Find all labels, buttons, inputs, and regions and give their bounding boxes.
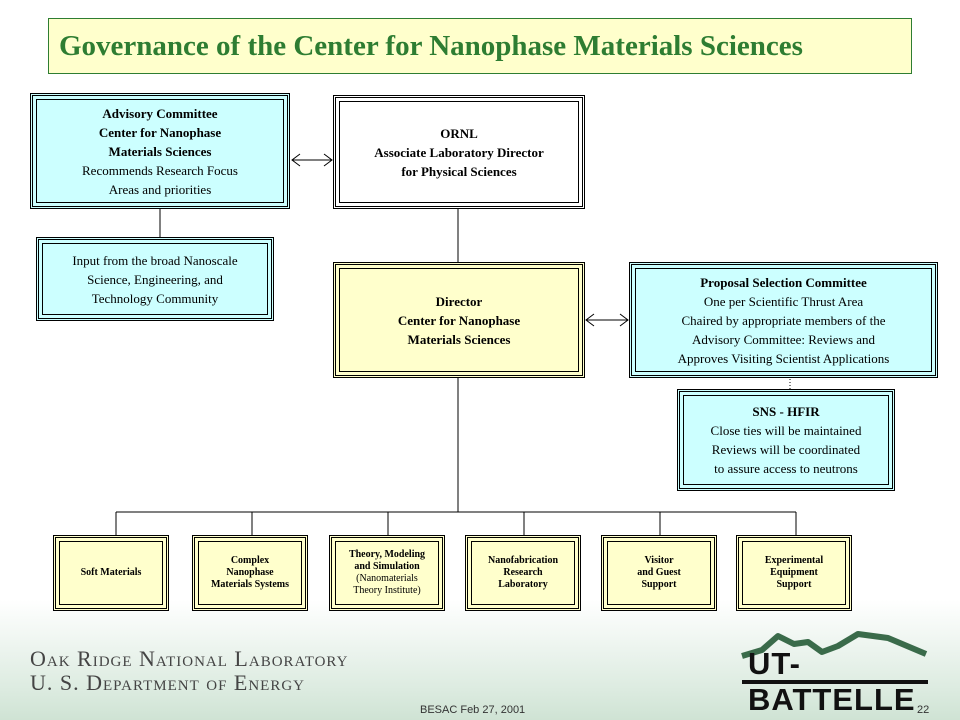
- unit-complex-line-1: Complex: [230, 555, 270, 566]
- proposal-line-1: One per Scientific Thrust Area: [703, 293, 864, 309]
- advisory-title-2: Center for Nanophase: [98, 124, 222, 140]
- unit-nanofab-line-2: Research: [503, 567, 543, 578]
- input-line-2: Science, Engineering, and: [87, 271, 223, 287]
- advisory-line-2: Areas and priorities: [108, 181, 212, 197]
- unit-soft-materials: Soft Materials: [53, 535, 169, 611]
- proposal-line-4: Approves Visiting Scientist Applications: [677, 350, 890, 366]
- proposal-title: Proposal Selection Committee: [700, 274, 867, 290]
- ornl-line-3: for Physical Sciences: [401, 163, 517, 179]
- footer-date: BESAC Feb 27, 2001: [420, 704, 526, 716]
- ut-battelle-logo-text: UT-BATTELLE: [748, 646, 916, 717]
- unit-visitor-line-3: Support: [641, 579, 677, 590]
- unit-theory-line-3: (Nanomaterials: [356, 573, 418, 584]
- sns-hfir-box: SNS - HFIR Close ties will be maintained…: [677, 389, 895, 491]
- ut-battelle-mountain-logo: [741, 631, 928, 684]
- unit-nanofab-line-3: Laboratory: [498, 579, 548, 590]
- director-line-2: Center for Nanophase: [397, 312, 521, 328]
- page-title: Governance of the Center for Nanophase M…: [59, 29, 803, 62]
- unit-equipment-support: Experimental Equipment Support: [736, 535, 852, 611]
- proposal-committee-box: Proposal Selection Committee One per Sci…: [629, 262, 938, 378]
- unit-nanofab-line-1: Nanofabrication: [488, 555, 558, 566]
- unit-visitor-line-1: Visitor: [644, 555, 674, 566]
- ornl-line-1: ORNL: [440, 125, 478, 141]
- proposal-line-2: Chaired by appropriate members of the: [681, 312, 886, 328]
- director-line-1: Director: [435, 293, 483, 309]
- unit-visitor-line-2: and Guest: [637, 567, 681, 578]
- proposal-line-3: Advisory Committee: Reviews and: [691, 331, 876, 347]
- unit-soft-materials-label: Soft Materials: [80, 567, 142, 578]
- unit-complex-line-3: Materials Systems: [210, 579, 290, 590]
- sns-line-2: Reviews will be coordinated: [711, 442, 861, 457]
- unit-theory-line-2: and Simulation: [354, 561, 420, 572]
- unit-equip-line-1: Experimental: [764, 555, 824, 566]
- unit-complex-nanophase: Complex Nanophase Materials Systems: [192, 535, 308, 611]
- unit-equip-line-3: Support: [776, 579, 812, 590]
- input-line-3: Technology Community: [91, 290, 219, 306]
- unit-theory-line-4: Theory Institute): [353, 585, 421, 596]
- advisory-committee-box: Advisory Committee Center for Nanophase …: [30, 93, 290, 209]
- advisory-title-1: Advisory Committee: [102, 105, 218, 121]
- input-line-1: Input from the broad Nanoscale: [72, 252, 238, 268]
- advisory-line-1: Recommends Research Focus: [82, 162, 238, 178]
- page-number: 22: [917, 704, 930, 716]
- unit-visitor-support: Visitor and Guest Support: [601, 535, 717, 611]
- unit-theory-line-1: Theory, Modeling: [348, 549, 426, 560]
- unit-nanofabrication: Nanofabrication Research Laboratory: [465, 535, 581, 611]
- unit-theory-modeling: Theory, Modeling and Simulation (Nanomat…: [329, 535, 445, 611]
- unit-equip-line-2: Equipment: [770, 567, 818, 578]
- director-line-3: Materials Sciences: [407, 331, 511, 347]
- sns-title: SNS - HFIR: [752, 404, 820, 419]
- doe-wordmark-line-2: U. S. Department of Energy: [30, 670, 306, 695]
- ornl-box: ORNL Associate Laboratory Director for P…: [333, 95, 585, 209]
- sns-line-3: to assure access to neutrons: [714, 461, 858, 476]
- unit-complex-line-2: Nanophase: [226, 567, 274, 578]
- advisory-title-3: Materials Sciences: [108, 143, 212, 159]
- ornl-wordmark-line-1: Oak Ridge National Laboratory: [30, 646, 349, 671]
- director-box: Director Center for Nanophase Materials …: [333, 262, 585, 378]
- title-bar: Governance of the Center for Nanophase M…: [48, 18, 912, 74]
- input-community-box: Input from the broad Nanoscale Science, …: [36, 237, 274, 321]
- ornl-line-2: Associate Laboratory Director: [374, 144, 544, 160]
- sns-line-1: Close ties will be maintained: [710, 423, 862, 438]
